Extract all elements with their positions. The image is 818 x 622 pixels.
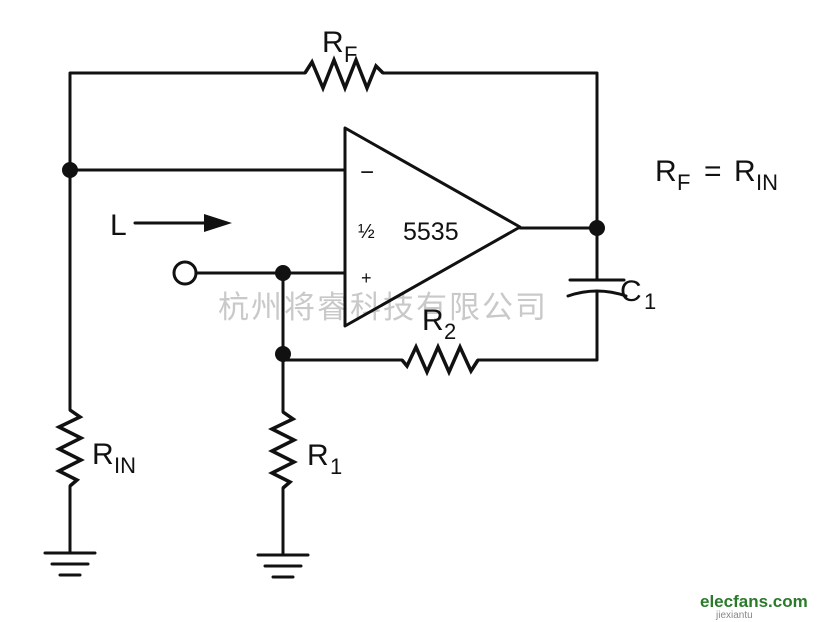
junction-dot bbox=[275, 346, 291, 362]
input-terminal bbox=[172, 260, 198, 286]
label-rf: R F bbox=[322, 26, 357, 67]
watermark: 杭州将睿科技有限公司 bbox=[218, 290, 548, 326]
svg-text:R: R bbox=[307, 439, 329, 472]
ground-symbol-rin bbox=[43, 551, 97, 577]
svg-text:1: 1 bbox=[644, 289, 656, 314]
ground-symbol-r1 bbox=[256, 553, 310, 579]
svg-text:=: = bbox=[704, 155, 722, 188]
site-logo: elecfans.com jiexiantu bbox=[700, 592, 808, 621]
input-label: L bbox=[110, 209, 127, 242]
equation-label: R F = R IN bbox=[655, 155, 778, 195]
svg-text:2: 2 bbox=[444, 319, 456, 344]
resistor-r1 bbox=[268, 410, 298, 490]
svg-text:R: R bbox=[655, 155, 677, 188]
label-r2: R 2 bbox=[422, 304, 456, 344]
resistor-r2 bbox=[400, 342, 480, 377]
svg-text:IN: IN bbox=[756, 170, 778, 195]
svg-text:R: R bbox=[422, 304, 444, 337]
label-rin: R IN bbox=[92, 438, 136, 478]
opamp-triangle bbox=[343, 126, 522, 328]
svg-text:R: R bbox=[322, 26, 344, 59]
svg-text:elecfans.com: elecfans.com bbox=[700, 592, 808, 611]
opamp-fraction: ½ bbox=[358, 221, 375, 243]
svg-text:1: 1 bbox=[330, 454, 342, 479]
svg-text:IN: IN bbox=[114, 453, 136, 478]
junction-dot bbox=[275, 265, 291, 281]
label-c1: C 1 bbox=[620, 275, 656, 314]
signal-arrow-head bbox=[204, 214, 232, 232]
junction-dot bbox=[62, 162, 78, 178]
svg-text:R: R bbox=[92, 438, 114, 471]
svg-text:R: R bbox=[734, 155, 756, 188]
minus-sign: − bbox=[360, 159, 374, 186]
junction-dot bbox=[589, 220, 605, 236]
svg-text:F: F bbox=[677, 170, 690, 195]
feedback-wire-left bbox=[68, 71, 307, 172]
svg-text:F: F bbox=[344, 42, 357, 67]
opamp-part-number: 5535 bbox=[403, 218, 459, 246]
resistor-rf bbox=[303, 55, 385, 93]
svg-text:jiexiantu: jiexiantu bbox=[715, 610, 753, 621]
feedback-wire-right bbox=[381, 71, 599, 230]
capacitor-wire-bottom bbox=[476, 289, 599, 362]
plus-sign: + bbox=[361, 268, 372, 288]
label-r1: R 1 bbox=[307, 439, 342, 479]
svg-text:C: C bbox=[620, 275, 642, 308]
resistor-rin bbox=[55, 408, 85, 488]
